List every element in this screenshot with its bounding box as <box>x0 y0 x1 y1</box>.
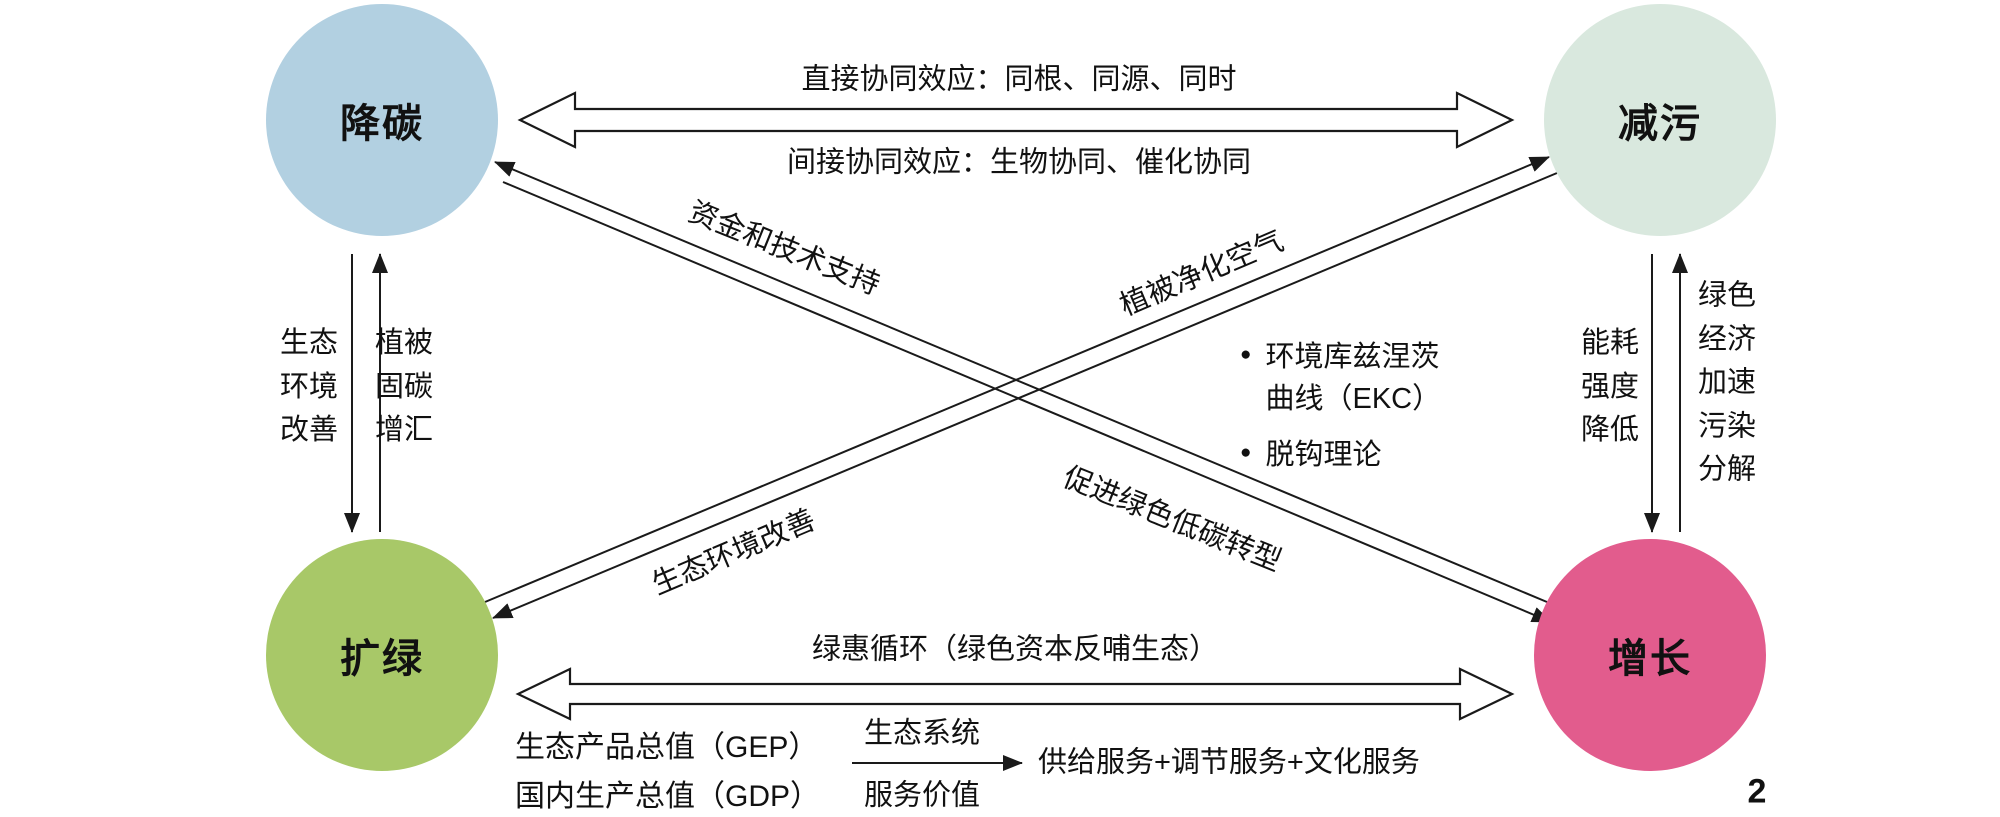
label-eco-improvement-left: 生态 环境 改善 <box>279 326 339 446</box>
node-carbon-reduction: 降碳 <box>266 4 498 236</box>
bottom-double-arrow <box>515 667 1515 721</box>
theory-ekc: 环境库兹涅茨 曲线（EKC） <box>1265 341 1442 416</box>
node-pollution-reduction: 减污 <box>1544 4 1776 236</box>
label-green-economy-decomposition: 绿色 经济 加速 污染 分解 <box>1697 279 1757 486</box>
label-vegetation-carbon-sink: 植被 固碳 增汇 <box>374 326 434 446</box>
label-green-benefit-cycle: 绿惠循环（绿色资本反哺生态） <box>811 633 1219 666</box>
node-pollution-label: 减污 <box>1618 102 1702 146</box>
theory-list: ● 环境库兹涅茨 曲线（EKC） ● 脱钩理论 <box>1240 336 1441 476</box>
label-gep: 生态产品总值（GEP） <box>515 731 819 764</box>
node-carbon-label: 降碳 <box>340 102 424 146</box>
list-item: ● 脱钩理论 <box>1240 434 1441 476</box>
label-service-types: 供给服务+调节服务+文化服务 <box>1038 746 1420 779</box>
label-energy-intensity: 能耗 强度 降低 <box>1580 326 1640 446</box>
bullet-icon: ● <box>1240 442 1252 464</box>
node-growth: 增长 <box>1534 539 1766 771</box>
label-service-value: 服务价值 <box>863 779 981 812</box>
node-green-label: 扩绿 <box>340 637 424 681</box>
arrow-green-to-pollution <box>484 156 1550 603</box>
theory-decoupling: 脱钩理论 <box>1265 439 1382 472</box>
label-direct-synergy: 直接协同效应：同根、同源、同时 <box>801 63 1237 96</box>
bullet-icon: ● <box>1240 344 1252 365</box>
node-growth-label: 增长 <box>1608 637 1692 681</box>
arrow-pollution-to-green <box>492 172 1558 619</box>
label-ecosystem: 生态系统 <box>863 717 981 750</box>
top-double-arrow <box>517 91 1515 149</box>
label-gdp: 国内生产总值（GDP） <box>515 780 821 813</box>
label-indirect-synergy: 间接协同效应：生物协同、催化协同 <box>786 146 1252 179</box>
node-green-expansion: 扩绿 <box>266 539 498 771</box>
arrow-carbon-to-growth <box>502 181 1552 623</box>
page-number: 2 <box>1747 772 1767 811</box>
arrow-growth-to-carbon <box>494 161 1548 603</box>
list-item: ● 环境库兹涅茨 曲线（EKC） <box>1240 336 1441 420</box>
